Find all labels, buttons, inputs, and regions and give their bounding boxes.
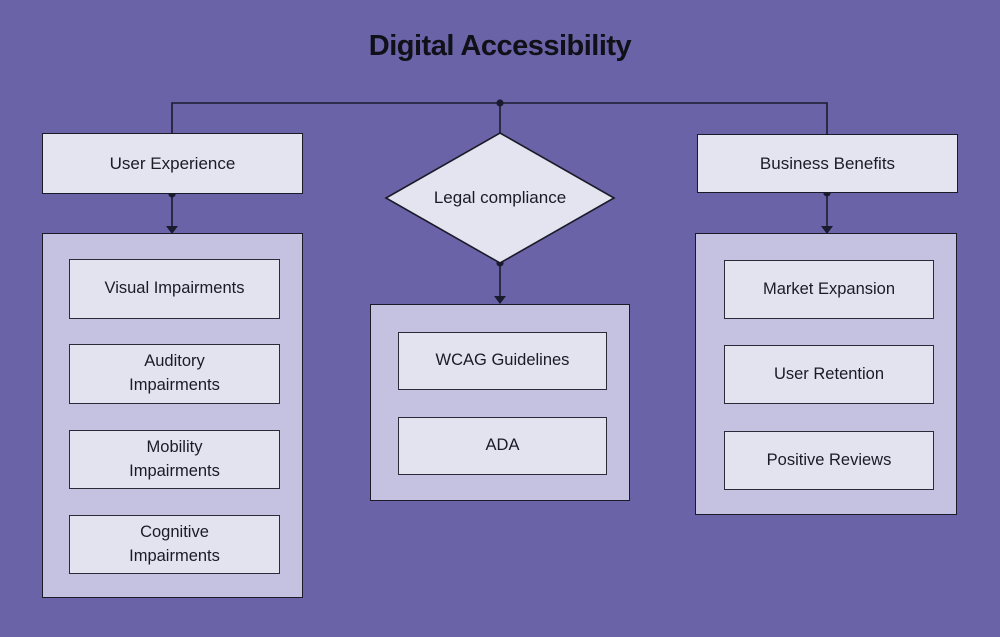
leaf-user-retention: User Retention xyxy=(724,345,934,404)
node-user-experience-label: User Experience xyxy=(109,153,236,173)
node-legal-compliance: Legal compliance xyxy=(400,168,600,228)
business-benefits-group: Market Expansion User Retention Positive… xyxy=(695,233,957,515)
legal-compliance-diamond xyxy=(384,132,616,264)
leaf-wcag-guidelines: WCAG Guidelines xyxy=(398,332,607,390)
leaf-positive-reviews: Positive Reviews xyxy=(724,431,934,490)
legal-compliance-group: WCAG Guidelines ADA xyxy=(370,304,630,501)
leaf-ada: ADA xyxy=(398,417,607,475)
leaf-visual-impairments: Visual Impairments xyxy=(69,259,280,319)
node-business-benefits-label: Business Benefits xyxy=(759,153,896,173)
node-user-experience: User Experience xyxy=(42,133,303,194)
leaf-mobility-impairments: Mobility Impairments xyxy=(69,430,280,489)
user-experience-group: Visual Impairments Auditory Impairments … xyxy=(42,233,303,598)
leaf-cognitive-impairments: Cognitive Impairments xyxy=(69,515,280,574)
diagram-title: Digital Accessibility xyxy=(368,30,632,62)
node-business-benefits: Business Benefits xyxy=(697,134,958,193)
node-legal-compliance-label: Legal compliance xyxy=(433,188,567,207)
leaf-market-expansion: Market Expansion xyxy=(724,260,934,319)
leaf-auditory-impairments: Auditory Impairments xyxy=(69,344,280,404)
